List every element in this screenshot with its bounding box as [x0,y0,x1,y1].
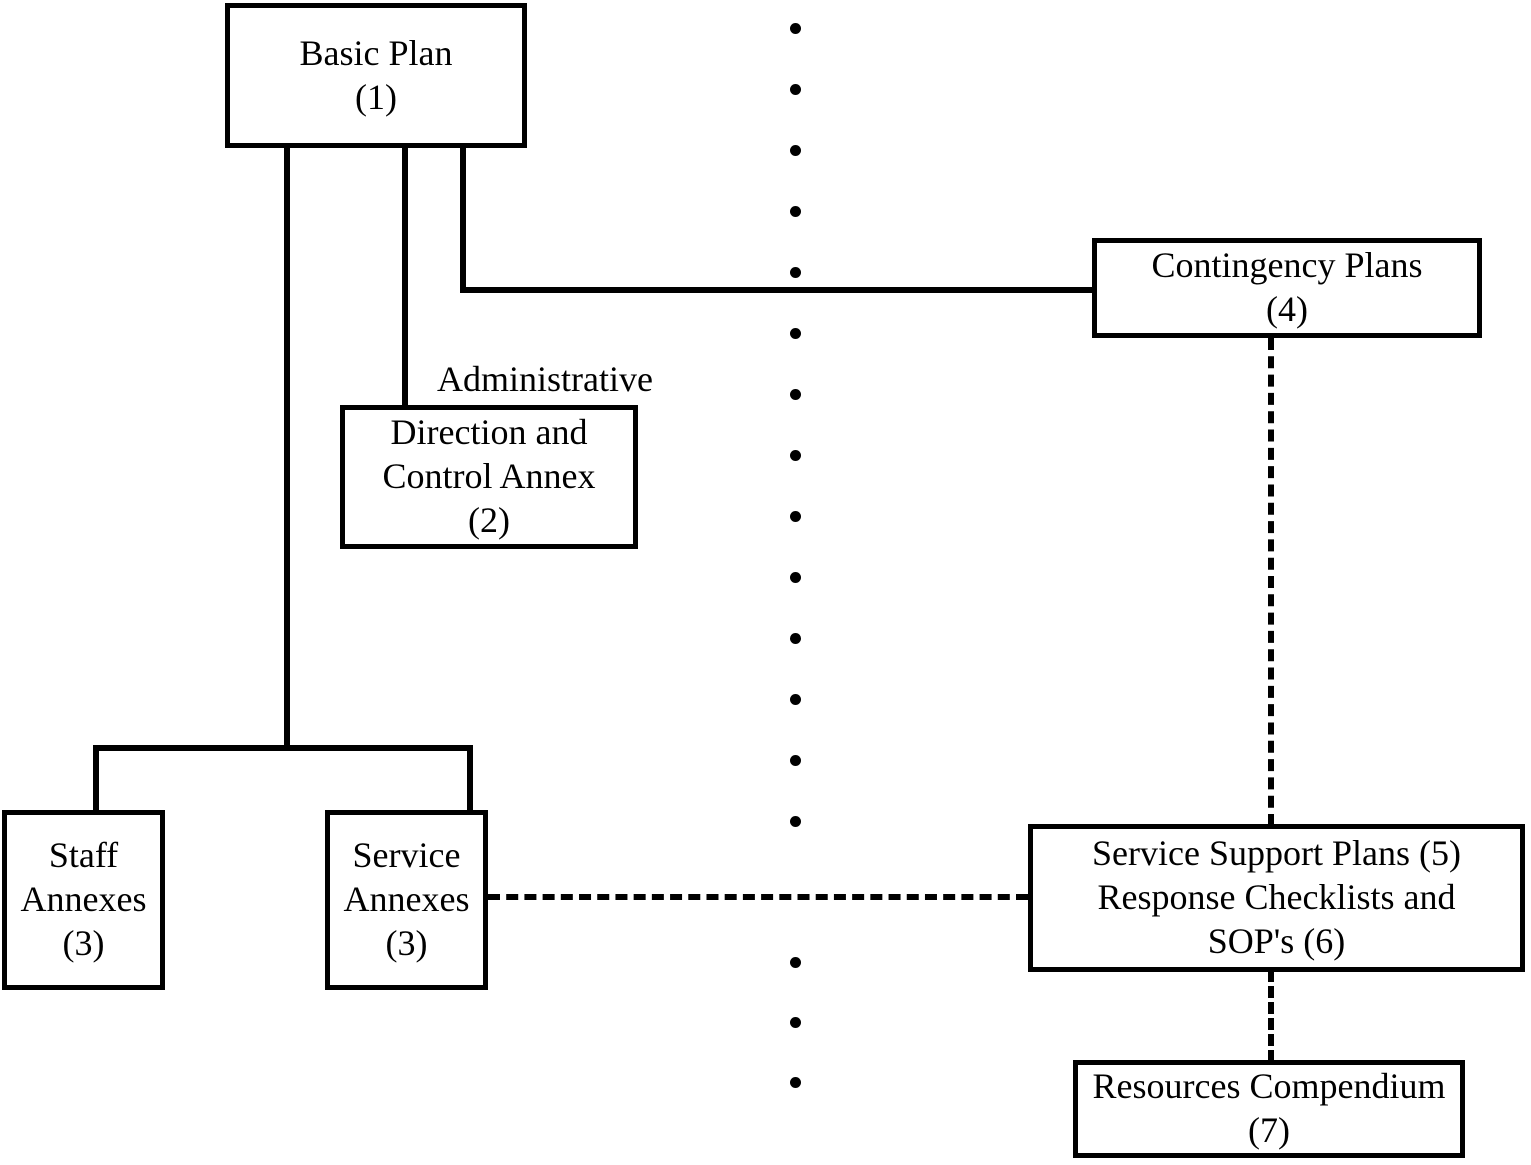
separator-dot [789,388,801,400]
separator-dot [789,22,801,34]
node-resources-compendium-label: Resources Compendium (7) [1092,1066,1446,1150]
separator-dot [789,571,801,583]
separator-dot [789,83,801,95]
connector-annex-bus [93,745,473,751]
node-contingency-plans[interactable]: Contingency Plans (4) [1092,238,1482,338]
node-service-support-plans[interactable]: Service Support Plans (5) Response Check… [1028,824,1525,972]
node-basic-plan-label: Basic Plan (1) [299,32,453,117]
connector-contingency-to-support [1268,338,1274,826]
node-contingency-plans-label: Contingency Plans (4) [1151,245,1423,329]
separator-dot [789,754,801,766]
administrative-label: Administrative [437,358,653,402]
separator-dot [789,1016,801,1028]
separator-dot [789,693,801,705]
connector-bus-to-service [467,745,473,813]
separator-dot [789,1076,801,1088]
node-staff-annexes-label: Staff Annexes (3) [20,835,147,963]
node-resources-compendium[interactable]: Resources Compendium (7) [1073,1060,1465,1158]
separator-dot [789,632,801,644]
node-basic-plan[interactable]: Basic Plan (1) [225,3,527,148]
separator-dot [789,956,801,968]
node-staff-annexes[interactable]: Staff Annexes (3) [2,810,165,990]
separator-dot [789,510,801,522]
separator-dot [789,327,801,339]
separator-dot [789,449,801,461]
separator-dot [789,815,801,827]
connector-basic-to-direction-stem [402,145,408,407]
node-service-annexes-label: Service Annexes (3) [343,835,470,963]
connector-service-annexes-to-support [488,894,1028,900]
separator-dot [789,266,801,278]
connector-bus-to-staff [93,745,99,813]
separator-dot [789,144,801,156]
node-service-annexes[interactable]: Service Annexes (3) [325,810,488,990]
node-direction-and-control-annex[interactable]: Direction and Control Annex (2) [340,405,638,549]
separator-dot [789,205,801,217]
connector-basic-to-annexes-stem [284,145,290,751]
connector-basic-to-contingency-stem [460,145,466,293]
connector-support-to-resources [1268,970,1274,1062]
connector-basic-to-contingency-run [460,287,1094,293]
node-service-support-plans-label: Service Support Plans (5) Response Check… [1092,833,1461,961]
node-direction-and-control-annex-label: Direction and Control Annex (2) [382,412,596,540]
